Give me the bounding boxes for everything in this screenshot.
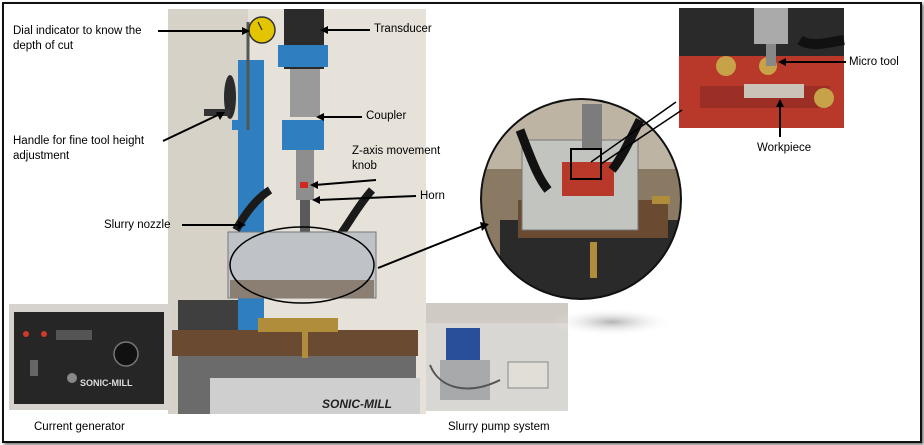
label-slurry-pump-system: Slurry pump system xyxy=(448,421,550,433)
zoom-circle-outline xyxy=(480,98,682,300)
zoom-shadow xyxy=(550,308,674,336)
leader-arrows xyxy=(158,26,846,269)
arrow-horn xyxy=(317,195,417,201)
label-dial-indicator: Dial indicator to know the depth of cut xyxy=(13,25,142,52)
label-slurry-nozzle: Slurry nozzle xyxy=(104,219,171,231)
arrow-handle xyxy=(162,113,221,142)
closeup-photo xyxy=(679,8,845,128)
label-handle: Handle for fine tool height adjustment xyxy=(13,135,145,162)
base-brand-text: SONIC-MILL xyxy=(322,397,392,411)
zoom-connector xyxy=(590,101,677,163)
zoom-connector xyxy=(600,109,683,165)
label-horn: Horn xyxy=(420,190,445,202)
label-workpiece: Workpiece xyxy=(757,142,812,154)
label-current-generator: Current generator xyxy=(34,421,125,433)
label-z-axis-knob: Z-axis movement knob xyxy=(352,145,441,172)
label-coupler: Coupler xyxy=(366,110,407,122)
current-generator-photo: SONIC-MILL xyxy=(9,304,171,410)
label-micro-tool: Micro tool xyxy=(849,56,899,68)
arrow-tank-to-zoom xyxy=(377,225,484,269)
label-transducer: Transducer xyxy=(374,23,432,35)
generator-brand-text: SONIC-MILL xyxy=(80,378,133,388)
main-machine-photo: SONIC-MILL xyxy=(168,9,426,414)
slurry-pump-photo xyxy=(426,303,568,411)
arrow-z-axis-knob xyxy=(314,179,377,186)
